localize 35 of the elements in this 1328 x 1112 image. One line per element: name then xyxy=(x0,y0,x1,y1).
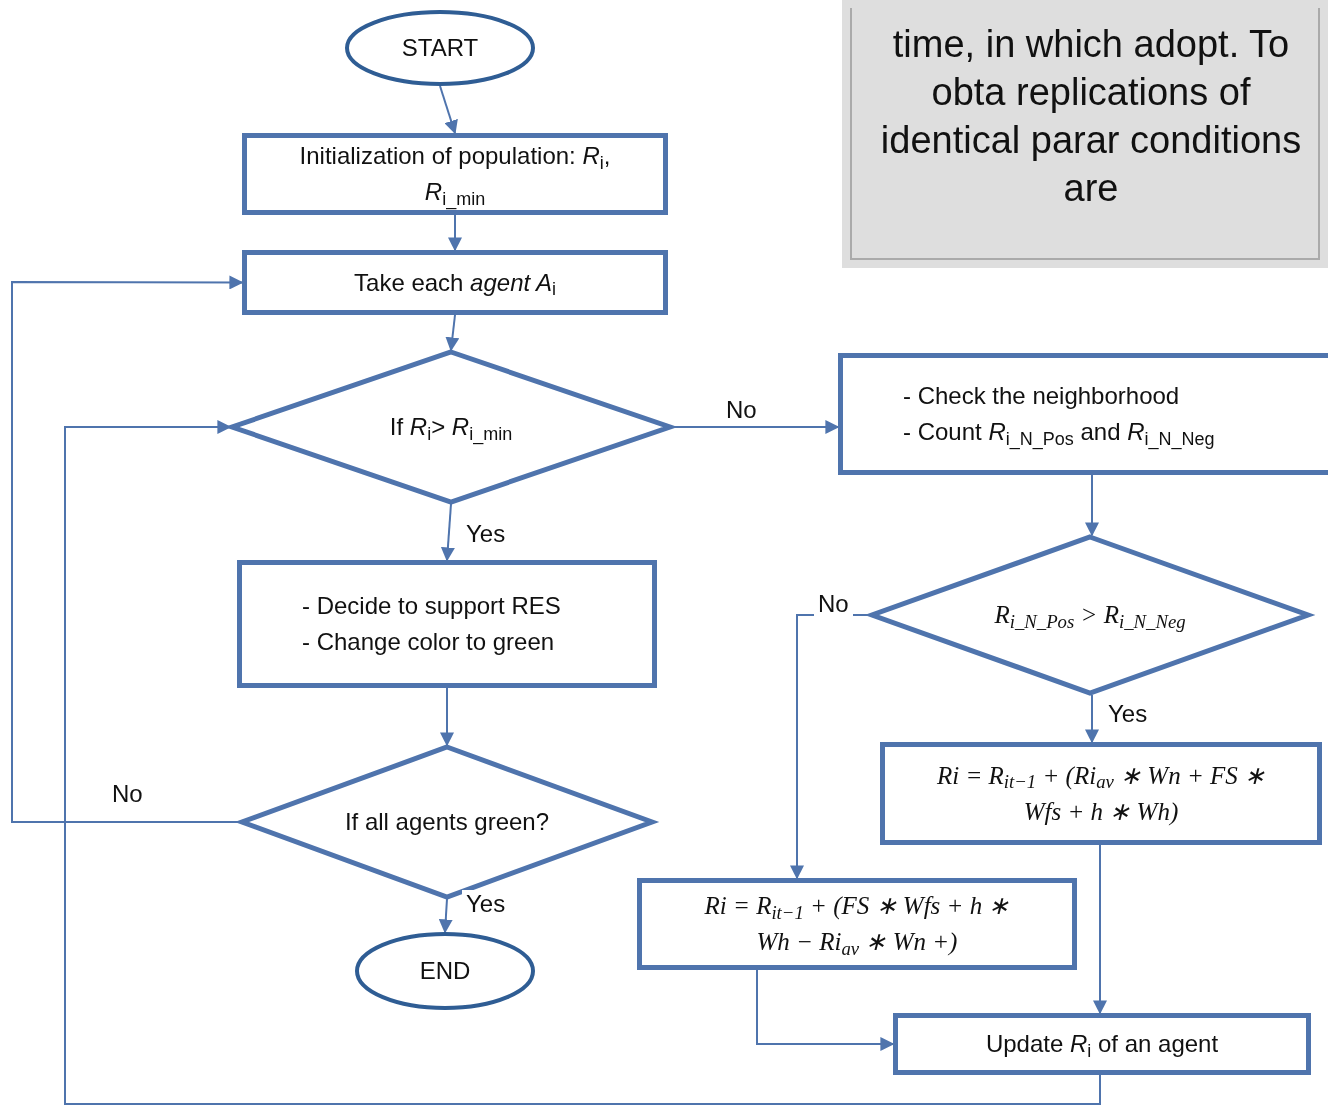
arrow xyxy=(439,85,458,135)
node-text: START xyxy=(400,33,480,63)
process-box xyxy=(242,133,668,215)
node-text: R$_{i_N_Pos}$ > R$_{i_N_Neg}$ xyxy=(993,600,1187,633)
node-text: If all agents green? xyxy=(343,807,551,837)
process-box xyxy=(242,250,668,315)
node-text: - Count R$_{i_N_Pos}$ and R$_{i_N_Neg}$ xyxy=(902,417,1216,450)
arrow xyxy=(445,314,460,352)
text-box xyxy=(842,0,1328,268)
arrow xyxy=(1085,694,1099,744)
formula-box xyxy=(880,742,1322,845)
arrow xyxy=(64,420,1101,1105)
node-text: END xyxy=(418,956,472,986)
note-text: time, in which adopt. To obta replications of identical parar conditions are xyxy=(879,22,1303,211)
arrow xyxy=(756,969,895,1051)
node-text: - Decide to support RES xyxy=(301,591,562,621)
process-box xyxy=(893,1013,1311,1075)
node-text: Ri = R$_{it−1}$ + (Ri$_{av}$ ∗ Wn + FS ∗ Wfs + h ∗ Wh) xyxy=(935,760,1267,827)
arrow xyxy=(440,503,455,562)
node-text: - Check the neighborhood xyxy=(902,381,1181,411)
process-box xyxy=(237,560,657,688)
process-box xyxy=(838,353,1328,475)
node-text: Ri = R$_{it−1}$ + (FS ∗ Wfs + h ∗ Wh − Ri$_{av}$ ∗ Wn +) xyxy=(703,891,1011,960)
node-text: Take each agent A$_{i}$ xyxy=(353,267,557,301)
node-text: If R$_{i}$> R$_{i_min}$ xyxy=(388,412,514,445)
node-text: - Change color to green xyxy=(301,627,556,657)
node-text: Update R$_{i}$ of an agent xyxy=(984,1029,1220,1062)
arrow xyxy=(1085,474,1099,537)
arrow xyxy=(448,214,462,252)
arrow xyxy=(1093,844,1107,1015)
arrow xyxy=(11,275,244,823)
arrow xyxy=(438,898,453,934)
arrow xyxy=(440,687,454,747)
formula-box xyxy=(637,878,1077,970)
node-text: Initialization of population: R$_{i}$, R$_{i_min}$ xyxy=(298,141,612,210)
